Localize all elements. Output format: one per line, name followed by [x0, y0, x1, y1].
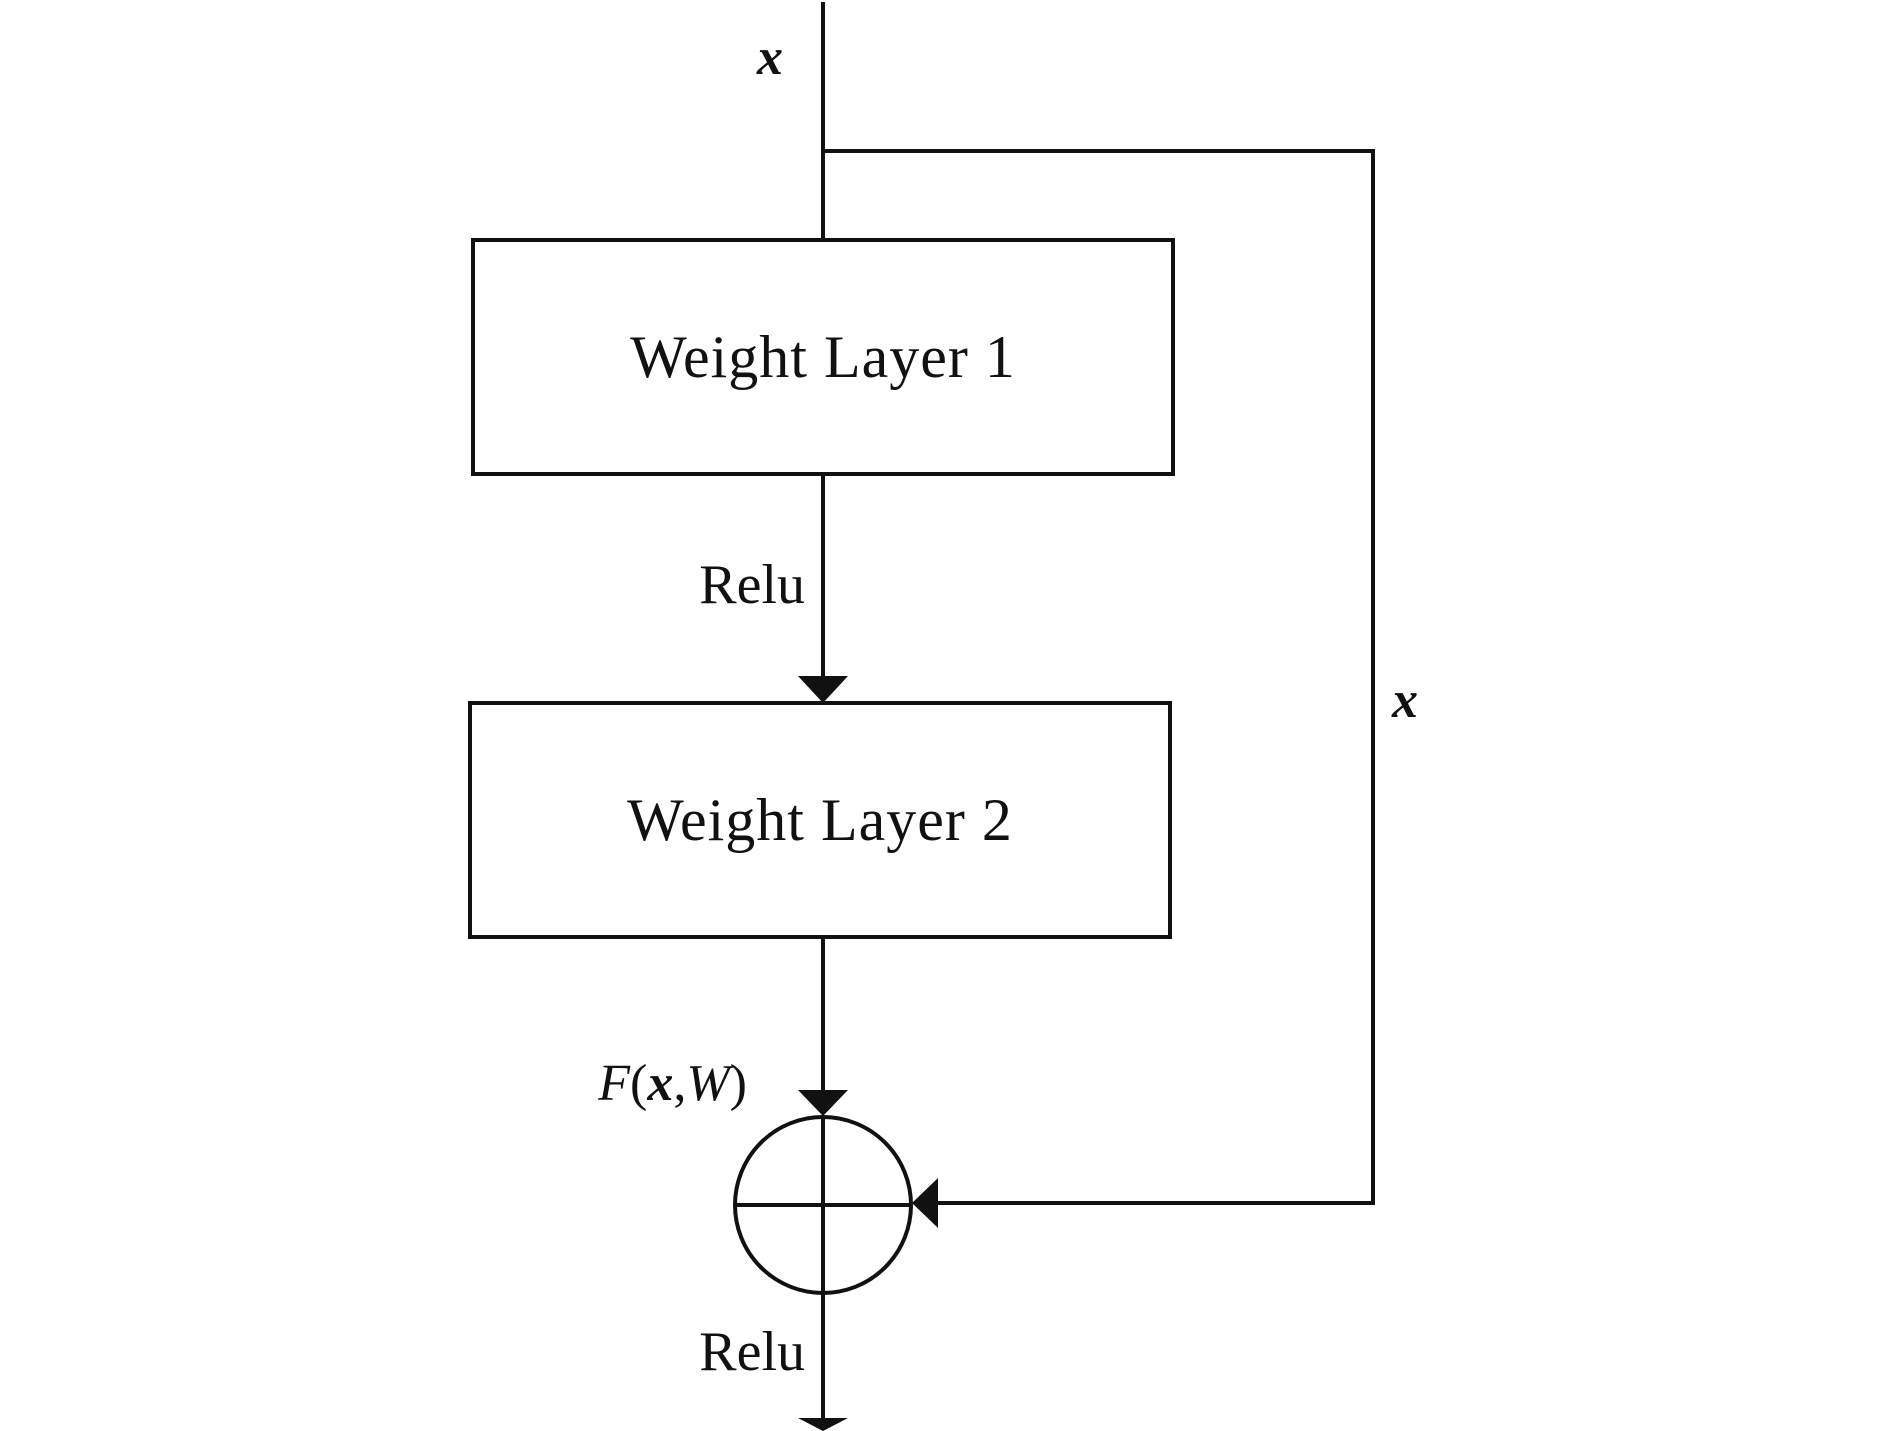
skip-arrowhead: [912, 1178, 938, 1228]
weight-layer-2-label: Weight Layer 2: [627, 787, 1013, 853]
residual-function-label: F(x,W): [597, 1055, 747, 1112]
skip-connection-line: [823, 149, 1375, 1205]
plus-circle-icon: [733, 1115, 913, 1295]
residual-comma: ,: [673, 1055, 686, 1112]
residual-open-paren: (: [630, 1055, 647, 1112]
weight-layer-2-box: [468, 701, 1172, 939]
relu-label-1: Relu: [699, 554, 805, 616]
residual-close-paren: ): [730, 1055, 747, 1112]
residual-arrowhead: [798, 1090, 848, 1116]
residual-x: x: [646, 1055, 673, 1112]
output-arrowhead: [798, 1418, 848, 1431]
residual-F: F: [597, 1055, 631, 1112]
weight-layer-1-box: [471, 238, 1175, 476]
residual-W: W: [686, 1055, 734, 1112]
skip-label: x: [1391, 672, 1418, 729]
relu-arrowhead-1: [798, 676, 848, 703]
relu-label-2: Relu: [699, 1321, 805, 1383]
weight-layer-1-label: Weight Layer 1: [630, 324, 1016, 390]
input-label: x: [756, 29, 783, 86]
